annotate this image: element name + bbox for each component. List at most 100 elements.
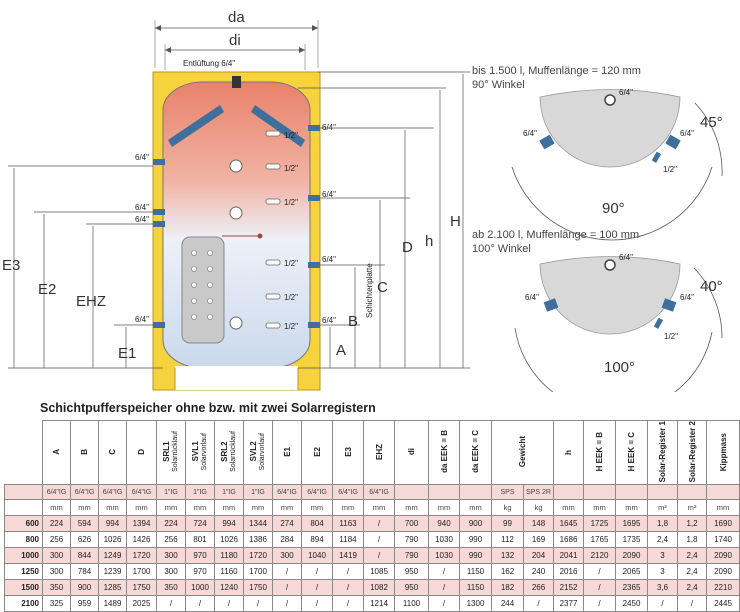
tank-body: Entlüftung 6/4" [152,59,374,391]
value-cell: 300 [156,547,186,565]
value-cell: 1750 [243,579,273,597]
value-cell: / [583,563,616,581]
value-cell: 1695 [615,515,648,533]
model-cell: 800 [4,531,43,549]
sleeve-label-1: 1/2" [284,131,298,140]
table-title: Schichtpufferspeicher ohne bzw. mit zwei… [40,401,376,415]
value-cell: 1489 [98,595,127,612]
col-header: da EEK = C [459,419,492,486]
value-cell: 1000 [185,579,215,597]
dim-a: A [336,342,346,359]
value-cell: 1082 [363,579,395,597]
value-cell: 2,4 [677,547,707,565]
value-cell: 970 [185,563,215,581]
unit-cell: mm [459,499,492,517]
detail-top-line2: 90° Winkel [472,79,525,91]
value-cell: 1394 [126,515,157,533]
detail-top-pipe-left: 6/4" [523,129,537,138]
value-cell: 1249 [98,547,127,565]
col-header: da EEK = B [428,419,460,486]
detail-top-angle-main: 90° [602,200,625,217]
value-cell: / [156,595,186,612]
thread-cell [647,484,678,501]
value-cell: 1,8 [647,515,678,533]
value-cell: 801 [185,531,215,549]
detail-bottom-sleeve: 1/2" [664,332,678,341]
thread-cell: 6/4"IG [70,484,99,501]
detail-top-pipe-right: 6/4" [680,129,694,138]
top-dimensions: da di [154,9,319,70]
model-cell: 1000 [4,547,43,565]
col-header: H EEK = C [615,419,648,486]
value-cell: 2,4 [677,579,707,597]
value-cell: 204 [523,547,554,565]
value-cell: 1184 [332,531,364,549]
value-cell: 240 [523,563,554,581]
value-cell: 162 [491,563,524,581]
col-header-label: h [564,450,573,456]
value-cell: 970 [185,547,215,565]
value-cell: 2445 [706,595,740,612]
value-cell: / [428,579,460,597]
unit-cell: mm [583,499,616,517]
thread-cell [459,484,492,501]
value-cell: / [428,563,460,581]
value-cell: 169 [523,531,554,549]
plate-label: Schichtenplatte [365,263,374,318]
value-cell: 1026 [214,531,244,549]
sleeve-label-2: 1/2" [284,164,298,173]
thread-cell [677,484,707,501]
col-header-label: E1 [282,446,292,457]
value-cell: / [583,595,616,612]
value-cell: 1150 [459,563,492,581]
value-cell: 1030 [428,547,460,565]
col-header-label: SRL1 [162,441,171,462]
thread-cell: 6/4"IG [363,484,395,501]
col-header: H EEK = B [583,419,616,486]
value-cell: 2,4 [647,531,678,549]
value-cell: 2016 [553,563,584,581]
unit-cell: mm [394,499,429,517]
unit-cell: mm [706,499,740,517]
value-cell: 784 [70,563,99,581]
thread-cell: 6/4"IG [42,484,71,501]
value-cell: 1419 [332,547,364,565]
value-cell: / [583,579,616,597]
col-header: E3 [332,419,364,486]
value-cell: 1160 [214,563,244,581]
unit-cell: kg [523,499,554,517]
detail-top-sleeve: 1/2" [663,165,677,174]
value-cell: 1,8 [677,531,707,549]
col-header-label: Solar-Register 1 [658,421,667,483]
thread-cell [583,484,616,501]
value-cell: 2152 [553,579,584,597]
value-cell: 1285 [98,579,127,597]
value-cell: 990 [459,531,492,549]
value-cell: / [243,595,273,612]
value-cell: 994 [214,515,244,533]
value-cell: 1300 [459,595,492,612]
value-cell: / [185,595,215,612]
value-cell: 300 [42,547,71,565]
col-header: E1 [272,419,302,486]
unit-cell: mm [332,499,364,517]
value-cell: / [677,595,707,612]
value-cell: 1240 [214,579,244,597]
value-cell: / [272,563,302,581]
value-cell: 1725 [583,515,616,533]
col-header-label: da EEK = C [471,430,480,474]
model-cell: 1250 [4,563,43,581]
value-cell: 182 [491,579,524,597]
unit-cell: m² [647,499,678,517]
value-cell: 1686 [553,531,584,549]
col-header: h [553,419,584,486]
value-cell: 844 [70,547,99,565]
value-cell: 994 [98,515,127,533]
value-cell: / [428,595,460,612]
col-header-label: EHZ [374,443,384,460]
thread-cell [428,484,460,501]
